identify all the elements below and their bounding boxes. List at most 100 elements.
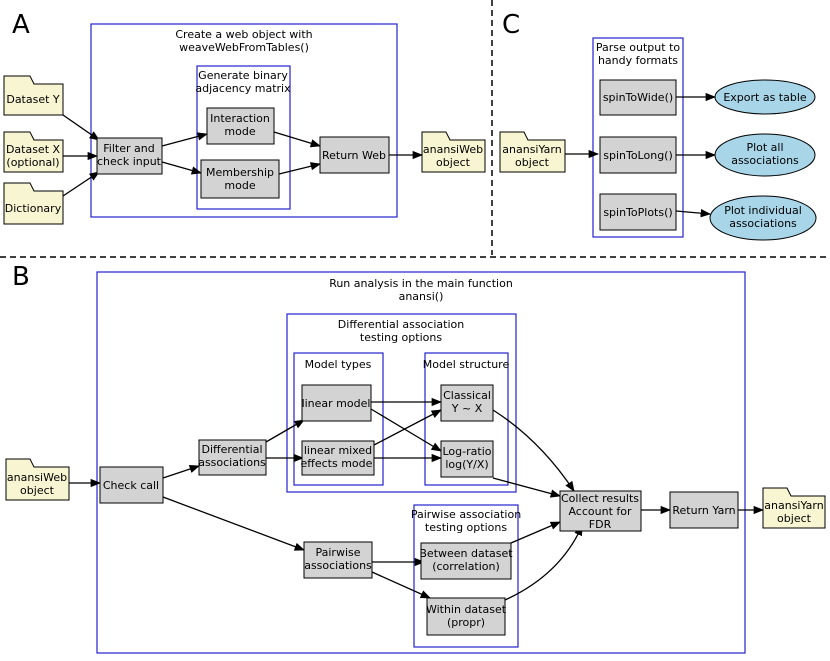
svg-text:Export as table: Export as table — [723, 91, 807, 104]
label-line: associations — [731, 154, 799, 167]
label-line: Dataset Y — [6, 93, 60, 106]
label-line: Pairwise — [315, 546, 360, 559]
label-line: linear mixed — [304, 444, 372, 457]
group-differential — [286, 313, 517, 493]
spin-to-plots-box: spinToPlots() — [599, 193, 677, 231]
svg-text:Dictionary: Dictionary — [5, 202, 62, 215]
dataset-x-file: Dataset X(optional) — [3, 131, 64, 173]
label-line: Model types — [305, 358, 372, 371]
svg-text:Within dataset(propr): Within dataset(propr) — [426, 603, 507, 629]
label-line: testing options — [360, 331, 442, 344]
label-line: (correlation) — [432, 560, 500, 573]
label-line: Dictionary — [5, 202, 62, 215]
svg-text:Dataset Y: Dataset Y — [6, 93, 60, 106]
panel-letter-c: C — [502, 10, 520, 40]
label-line: Account for — [568, 505, 632, 518]
label-line: FDR — [589, 518, 612, 531]
label-line: anansiWeb — [423, 143, 483, 156]
label-line: Model structure — [423, 358, 510, 371]
dictionary-file: Dictionary — [3, 182, 64, 225]
spin-to-wide-box: spinToWide() — [599, 79, 677, 116]
group-web-object — [90, 23, 398, 218]
label-line: Collect results — [561, 492, 639, 505]
linear-model-box: linear model — [301, 384, 372, 422]
label-line: Dataset X — [6, 143, 61, 156]
group-model-structure-title: Model structure — [423, 358, 510, 371]
group-main-function — [96, 271, 746, 654]
label-line: Interaction — [210, 112, 270, 125]
dataset-y-file: Dataset Y — [3, 75, 64, 116]
label-line: Generate binary — [198, 69, 288, 82]
label-line: (optional) — [6, 156, 59, 169]
label-line: Between dataset — [419, 547, 513, 560]
group-model-types — [293, 352, 384, 486]
label-line: object — [777, 512, 812, 525]
label-line: mode — [224, 179, 255, 192]
label-line: mode — [224, 125, 255, 138]
between-dataset-box: Between dataset(correlation) — [419, 542, 513, 580]
label-line: spinToLong() — [603, 149, 673, 162]
label-line: effects model — [301, 457, 376, 470]
svg-text:Return Web: Return Web — [322, 149, 386, 162]
label-line: testing options — [425, 521, 507, 534]
label-line: Differential — [201, 443, 262, 456]
label-line: linear model — [302, 397, 371, 410]
label-line: anansiWeb — [7, 471, 67, 484]
svg-text:Dataset X(optional): Dataset X(optional) — [6, 143, 61, 169]
label-line: Return Web — [322, 149, 386, 162]
label-line: Plot individual — [724, 204, 802, 217]
label-line: log(Y/X) — [445, 458, 488, 471]
label-line: Run analysis in the main function — [329, 277, 513, 290]
return-yarn-box: Return Yarn — [669, 491, 739, 529]
label-line: object — [20, 484, 55, 497]
svg-text:Between dataset(correlation): Between dataset(correlation) — [419, 547, 513, 573]
label-line: spinToWide() — [603, 91, 673, 104]
label-line: Differential association — [338, 318, 464, 331]
panel-letter-a: A — [12, 10, 30, 40]
label-line: Pairwise association — [411, 508, 521, 521]
label-line: anansiYarn — [764, 499, 823, 512]
svg-text:spinToWide(): spinToWide() — [603, 91, 673, 104]
label-line: Return Yarn — [672, 504, 735, 517]
svg-text:linear model: linear model — [302, 397, 371, 410]
label-line: Membership — [206, 166, 274, 179]
label-line: Parse output to — [596, 41, 680, 54]
return-web-box: Return Web — [319, 136, 390, 174]
svg-text:spinToPlots(): spinToPlots() — [603, 206, 672, 219]
label-line: adjacency matrix — [195, 82, 291, 95]
label-line: Export as table — [723, 91, 807, 104]
label-line: check input — [97, 155, 162, 168]
label-line: Classical — [443, 389, 491, 402]
label-line: object — [436, 156, 471, 169]
label-line: associations — [198, 456, 266, 469]
